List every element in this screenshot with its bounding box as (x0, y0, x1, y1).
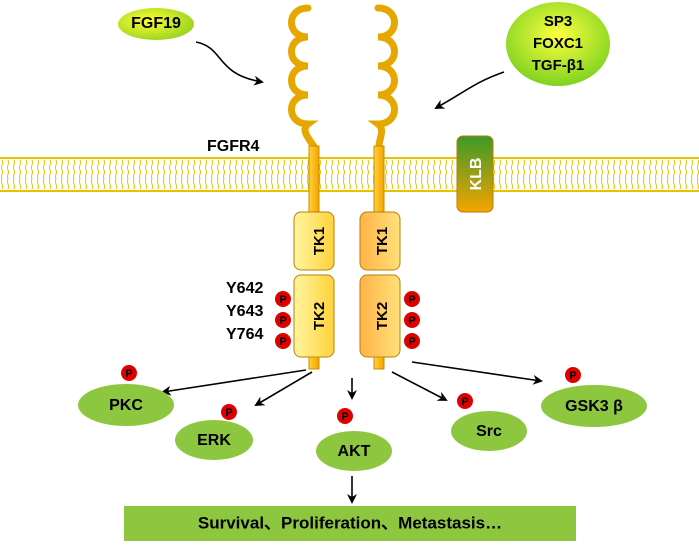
p-left-y643-phospho: P (275, 312, 291, 328)
svg-text:P: P (408, 336, 415, 348)
effector-src: Src (451, 411, 527, 451)
svg-text:P: P (125, 368, 132, 380)
svg-text:P: P (279, 315, 286, 327)
p-right-2-phospho: P (404, 312, 420, 328)
regulator-foxc1: FOXC1 (533, 35, 583, 52)
signal-arrows (161, 361, 543, 504)
outcome-box: Survival、Proliferation、Metastasis… (124, 506, 576, 541)
svg-text:P: P (341, 411, 348, 423)
site-y764: Y764 (226, 326, 263, 343)
effector-pkc-label: PKC (109, 397, 143, 414)
p-left-y642-phospho: P (275, 291, 291, 307)
tk2-right-label: TK2 (374, 302, 391, 330)
p-right-3-phospho: P (404, 333, 420, 349)
tk1-left-label: TK1 (311, 227, 328, 255)
p-left-y764-phospho: P (275, 333, 291, 349)
effector-erk-label: ERK (197, 432, 231, 449)
klb-coreceptor: KLB (456, 135, 494, 213)
tk2-left-label: TK2 (311, 302, 328, 330)
svg-text:P: P (225, 407, 232, 419)
effector-akt-label: AKT (338, 443, 371, 460)
effector-gsk3b: GSK3 β (541, 385, 647, 427)
fgf19-ligand: FGF19 (118, 8, 264, 86)
p-gsk3b-phospho: P (565, 367, 581, 383)
p-src-phospho: P (457, 393, 473, 409)
klb-label: KLB (468, 158, 485, 191)
site-y642: Y642 (226, 280, 263, 297)
p-akt-phospho: P (337, 408, 353, 424)
fgfr4-receptor-right: TK1 TK2 (359, 4, 401, 370)
outcome-label: Survival、Proliferation、Metastasis… (198, 513, 502, 532)
p-pkc-phospho: P (121, 365, 137, 381)
cell-membrane (0, 157, 699, 192)
tk1-right-label: TK1 (374, 227, 391, 255)
regulator-sp3: SP3 (544, 13, 572, 30)
regulators-bubble: SP3 FOXC1 TGF-β1 (434, 2, 610, 109)
svg-text:P: P (279, 336, 286, 348)
svg-text:P: P (279, 294, 286, 306)
effector-src-label: Src (476, 423, 502, 440)
effector-akt: AKT (316, 431, 392, 471)
site-y643: Y643 (226, 303, 263, 320)
svg-text:P: P (461, 396, 468, 408)
p-right-1-phospho: P (404, 291, 420, 307)
effector-pkc: PKC (78, 384, 174, 426)
p-erk-phospho: P (221, 404, 237, 420)
fgfr4-receptor-left: TK1 TK2 (288, 4, 335, 370)
svg-text:P: P (569, 370, 576, 382)
effector-gsk3b-label: GSK3 β (565, 398, 623, 415)
fgfr4-label: FGFR4 (207, 138, 260, 155)
fgf19-label: FGF19 (131, 15, 181, 32)
effector-erk: ERK (175, 420, 253, 460)
svg-text:P: P (408, 315, 415, 327)
regulator-tgfb1: TGF-β1 (532, 57, 585, 74)
svg-text:P: P (408, 294, 415, 306)
